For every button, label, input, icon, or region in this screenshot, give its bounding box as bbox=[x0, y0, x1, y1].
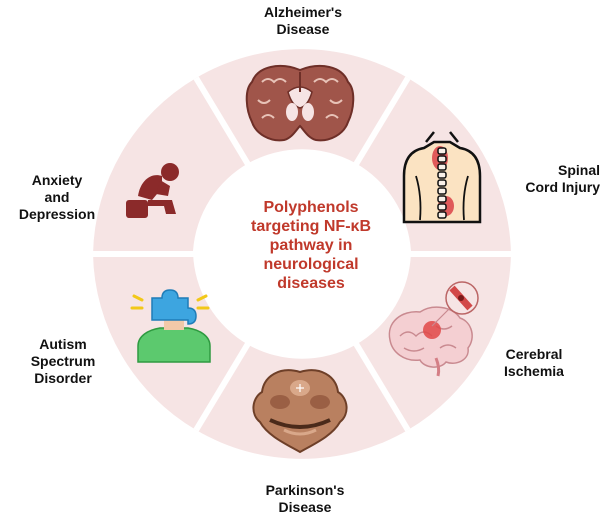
puzzle-head-icon bbox=[130, 289, 211, 363]
label-cerebral-ischemia: Cerebral Ischemia bbox=[504, 346, 564, 379]
brain-section-icon bbox=[245, 65, 355, 142]
label-alzheimers: Alzheimer's Disease bbox=[263, 4, 343, 37]
label-parkinsons: Parkinson's Disease bbox=[265, 482, 345, 515]
sad-person-icon bbox=[126, 163, 179, 218]
center-disc bbox=[205, 157, 399, 351]
center-title: Polyphenols targeting NF-κB pathway in n… bbox=[250, 199, 372, 292]
label-spinal-cord-injury: Spinal Cord Injury bbox=[525, 162, 600, 195]
spine-back-icon bbox=[402, 131, 482, 224]
brain-blood-vessel-icon bbox=[388, 281, 479, 377]
label-autism: Autism Spectrum Disorder bbox=[30, 336, 96, 386]
label-anxiety-depression: Anxiety and Depression bbox=[18, 172, 96, 222]
midbrain-section-icon bbox=[252, 369, 348, 454]
